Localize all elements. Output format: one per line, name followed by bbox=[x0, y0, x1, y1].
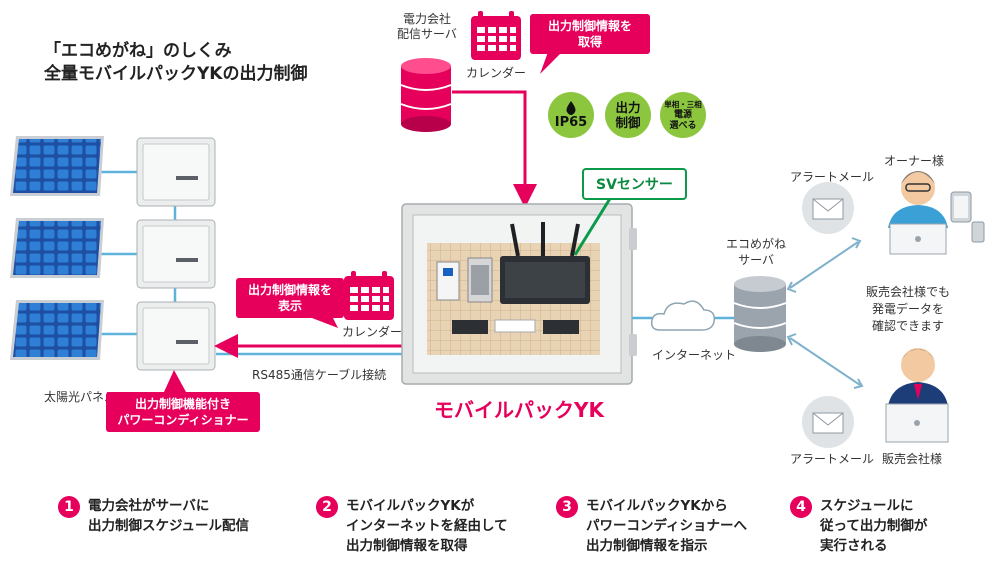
step-3-text: モバイルパックYKから パワーコンディショナーへ 出力制御情報を指示 bbox=[586, 496, 747, 556]
power-company-line2: 配信サーバ bbox=[397, 27, 457, 41]
step-4-line3: 実行される bbox=[820, 538, 888, 554]
step-1-line2: 出力制御スケジュール配信 bbox=[88, 518, 250, 534]
badge-power-source: 単相・三相 電源 選べる bbox=[660, 92, 706, 138]
badge-output-control: 出力 制御 bbox=[605, 92, 651, 138]
confirm-line1: 販売会社様でも bbox=[866, 285, 951, 299]
calendar-icon-left bbox=[344, 271, 394, 320]
alert-mail-label-bottom: アラートメール bbox=[790, 452, 875, 466]
arrows-to-users bbox=[786, 237, 864, 389]
pcs-label-line1: 出力制御機能付き bbox=[134, 397, 231, 411]
pcs-label: 出力制御機能付き パワーコンディショナー bbox=[106, 392, 260, 432]
step-2-text: モバイルパックYKが インターネットを経由して 出力制御情報を取得 bbox=[346, 496, 508, 556]
confirm-line2: 発電データを bbox=[872, 302, 945, 316]
server-label-line1: エコめがね bbox=[726, 237, 787, 251]
badge-output-line1: 出力 bbox=[615, 100, 641, 115]
solar-panel-3 bbox=[10, 300, 104, 360]
server-label: エコめがね サーバ bbox=[726, 236, 786, 268]
solar-panel-label: 太陽光パネル bbox=[44, 390, 117, 404]
mobile-pack-enclosure bbox=[401, 203, 637, 385]
title-line2: 全量モバイルパックYKの出力制御 bbox=[44, 64, 308, 84]
confirm-line3: 確認できます bbox=[872, 319, 945, 333]
diagram-title: 「エコめがね」のしくみ 全量モバイルパックYKの出力制御 bbox=[44, 40, 307, 86]
sv-sensor-label: SVセンサー bbox=[582, 168, 687, 200]
solar-panel-2 bbox=[10, 218, 104, 278]
callout-left-line2: 表示 bbox=[277, 299, 302, 313]
power-company-database-icon bbox=[400, 58, 452, 132]
internet-cloud-icon bbox=[650, 300, 716, 331]
panel-connectors bbox=[100, 170, 412, 356]
tablet-icon bbox=[950, 191, 972, 223]
step-2: 2 モバイルパックYKが インターネットを経由して 出力制御情報を取得 bbox=[316, 496, 508, 556]
calendar-label-top: カレンダー bbox=[466, 66, 527, 80]
product-name: モバイルパックYK bbox=[434, 398, 604, 422]
mail-icon-top bbox=[802, 182, 854, 234]
step-3: 3 モバイルパックYKから パワーコンディショナーへ 出力制御情報を指示 bbox=[556, 496, 747, 556]
step-4-line2: 従って出力制御が bbox=[820, 518, 928, 534]
badge-power-line1: 単相・三相 bbox=[664, 99, 702, 109]
step-2-line3: 出力制御情報を取得 bbox=[346, 538, 468, 554]
step-4-line1: スケジュールに bbox=[820, 498, 914, 514]
step-1-line1: 電力会社がサーバに bbox=[88, 498, 210, 514]
callout-top-line2: 取得 bbox=[577, 35, 602, 49]
step-4-number: 4 bbox=[790, 496, 812, 518]
owner-label: オーナー様 bbox=[884, 154, 945, 168]
mail-icon-bottom bbox=[802, 396, 854, 448]
callout-left: 出力制御情報を 表示 bbox=[236, 278, 344, 318]
confirm-text: 販売会社様でも 発電データを 確認できます bbox=[866, 284, 950, 335]
power-company-line1: 電力会社 bbox=[402, 12, 451, 26]
pcs-label-tail bbox=[164, 370, 186, 392]
eco-megane-server-icon bbox=[733, 276, 787, 352]
alert-mail-label-top: アラートメール bbox=[790, 170, 875, 184]
badge-ip65: IP65 bbox=[548, 92, 594, 138]
step-4: 4 スケジュールに 従って出力制御が 実行される bbox=[790, 496, 927, 556]
step-2-line2: インターネットを経由して bbox=[346, 518, 508, 534]
badge-ip65-text: IP65 bbox=[554, 114, 588, 130]
title-line1: 「エコめがね」のしくみ bbox=[44, 41, 232, 61]
seller-label: 販売会社様 bbox=[882, 452, 943, 466]
owner-person-icon bbox=[888, 171, 948, 255]
callout-top-tail bbox=[540, 52, 562, 74]
step-1: 1 電力会社がサーバに 出力制御スケジュール配信 bbox=[58, 496, 249, 536]
solar-panel-1 bbox=[10, 136, 104, 196]
power-conditioner-3 bbox=[136, 301, 216, 371]
server-label-line2: サーバ bbox=[738, 253, 774, 267]
calendar-label-left: カレンダー bbox=[342, 325, 403, 339]
smartphone-icon bbox=[971, 221, 985, 243]
calendar-icon-top bbox=[471, 11, 521, 60]
water-drop-icon bbox=[566, 100, 576, 115]
step-3-number: 3 bbox=[556, 496, 578, 518]
step-3-line1: モバイルパックYKから bbox=[586, 498, 728, 514]
pcs-label-line2: パワーコンディショナー bbox=[117, 413, 249, 427]
callout-top-line1: 出力制御情報を bbox=[547, 19, 632, 33]
step-3-line2: パワーコンディショナーへ bbox=[586, 518, 748, 534]
step-1-text: 電力会社がサーバに 出力制御スケジュール配信 bbox=[88, 496, 249, 536]
callout-left-line1: 出力制御情報を bbox=[247, 283, 332, 297]
badge-power-line2: 電源 bbox=[673, 109, 692, 120]
badge-output-line2: 制御 bbox=[615, 115, 641, 130]
power-conditioner-1 bbox=[136, 137, 216, 207]
sv-sensor-pointer bbox=[573, 196, 613, 256]
step-4-text: スケジュールに 従って出力制御が 実行される bbox=[820, 496, 927, 556]
step-2-number: 2 bbox=[316, 496, 338, 518]
power-company-label: 電力会社 配信サーバ bbox=[397, 12, 457, 42]
callout-top: 出力制御情報を 取得 bbox=[530, 14, 650, 54]
power-conditioner-2 bbox=[136, 219, 216, 289]
fetch-arrow-down bbox=[452, 90, 537, 208]
internet-label: インターネット bbox=[652, 348, 737, 362]
step-3-line3: 出力制御情報を指示 bbox=[586, 538, 708, 554]
step-1-number: 1 bbox=[58, 496, 80, 518]
step-2-line1: モバイルパックYKが bbox=[346, 498, 475, 514]
seller-person-icon bbox=[885, 348, 949, 443]
cable-label: RS485通信ケーブル接続 bbox=[252, 368, 387, 382]
badge-power-line3: 選べる bbox=[669, 120, 697, 131]
